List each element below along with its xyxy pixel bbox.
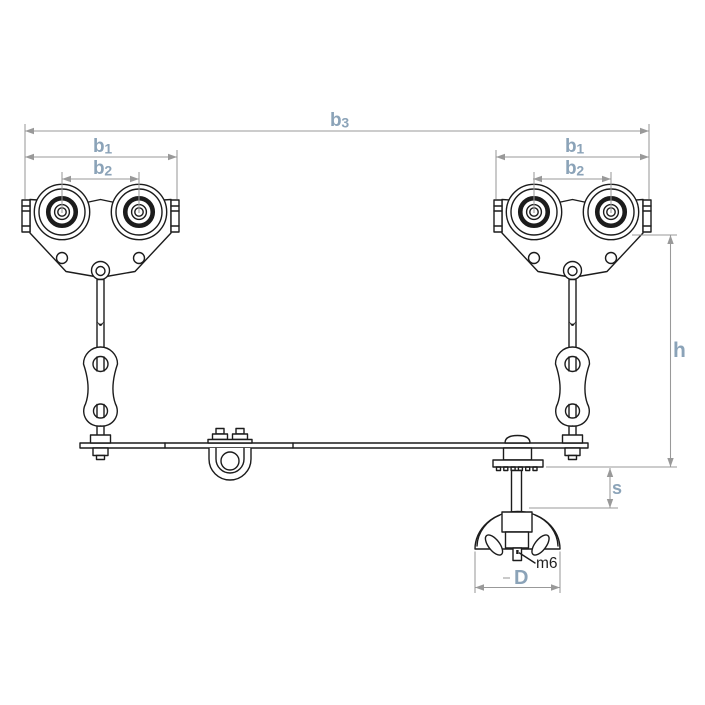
h-arrow-bottom: [667, 458, 674, 467]
b1-left-arrow-right: [168, 153, 177, 161]
m6-leader-line: [518, 552, 536, 564]
extension-lines: [24, 124, 677, 593]
b1-right-label: b1: [565, 136, 584, 157]
dimension-D: D: [475, 567, 560, 591]
cable-cross-section: [220, 451, 240, 471]
bar-joint-ticks: [164, 442, 294, 449]
clamp-bolt1-nut: [211, 433, 229, 441]
h-label: h: [673, 339, 686, 362]
b3-arrow-left: [25, 127, 34, 135]
dimension-b3: b3: [25, 110, 649, 135]
spacer-block: [502, 447, 533, 461]
s-arrow-top: [606, 468, 614, 477]
s-arrow-bottom: [606, 499, 614, 508]
b2-left-arrow-left: [62, 175, 71, 183]
D-arrow-left: [475, 584, 484, 591]
m6-label: m6: [536, 555, 558, 572]
clamp-bolt1-cap: [215, 427, 225, 435]
flange-washer: [492, 459, 544, 468]
bell-saddle: [474, 510, 561, 562]
lock-washer-teeth: [495, 466, 538, 472]
b1-right-arrow-left: [496, 153, 505, 161]
b3-label: b3: [330, 110, 349, 131]
central-hanger: [474, 434, 561, 562]
threaded-rod: [510, 469, 523, 514]
dimension-b1-left: b1: [25, 136, 177, 161]
b1-left-label: b1: [93, 136, 112, 157]
bell-lower-block: [504, 531, 530, 549]
b1-left-arrow-left: [25, 153, 34, 161]
cable-clamp: [207, 427, 253, 481]
wing-nut-ear-left: [484, 534, 504, 556]
b1-right-arrow-right: [640, 153, 649, 161]
right-trolley: [494, 172, 651, 460]
b2-left-arrow-right: [130, 175, 139, 183]
s-label: s: [612, 478, 622, 498]
b2-right-arrow-right: [602, 175, 611, 183]
b3-arrow-right: [640, 127, 649, 135]
clamp-top-plate: [207, 438, 253, 444]
left-trolley: [22, 172, 179, 460]
bell-inner-arc-right: [534, 514, 559, 547]
dimension-s: s: [606, 468, 622, 508]
clamp-inner-stirrup: [215, 447, 245, 474]
bar: [79, 442, 589, 449]
b2-left-label: b2: [93, 158, 112, 179]
stud-thread-mark: [516, 550, 519, 554]
h-arrow-top: [667, 235, 674, 244]
dimension-b2-right: b2: [533, 158, 611, 183]
D-arrow-right: [551, 584, 560, 591]
clamp-bolt2-cap: [235, 427, 245, 435]
callout-m6: m6: [518, 552, 558, 572]
support-bar: [79, 442, 589, 449]
clamp-bolt2-nut: [231, 433, 249, 441]
D-label: D: [514, 567, 528, 589]
wing-nut-ear-right: [531, 534, 550, 556]
b2-right-arrow-left: [533, 175, 542, 183]
bell-inner-arc-left: [476, 514, 501, 547]
b2-right-label: b2: [565, 158, 584, 179]
dome-cap: [504, 434, 531, 444]
dimension-h: h: [667, 235, 686, 467]
dimension-b2-left: b2: [62, 158, 139, 183]
bell-nut-block: [501, 511, 533, 533]
dimension-b1-right: b1: [496, 136, 649, 161]
